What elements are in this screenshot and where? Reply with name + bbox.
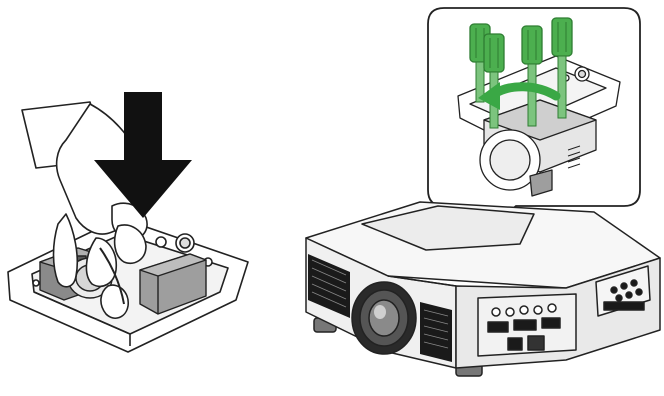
projector-lens [352, 282, 416, 354]
projector [306, 202, 660, 376]
io-panel [478, 294, 576, 356]
